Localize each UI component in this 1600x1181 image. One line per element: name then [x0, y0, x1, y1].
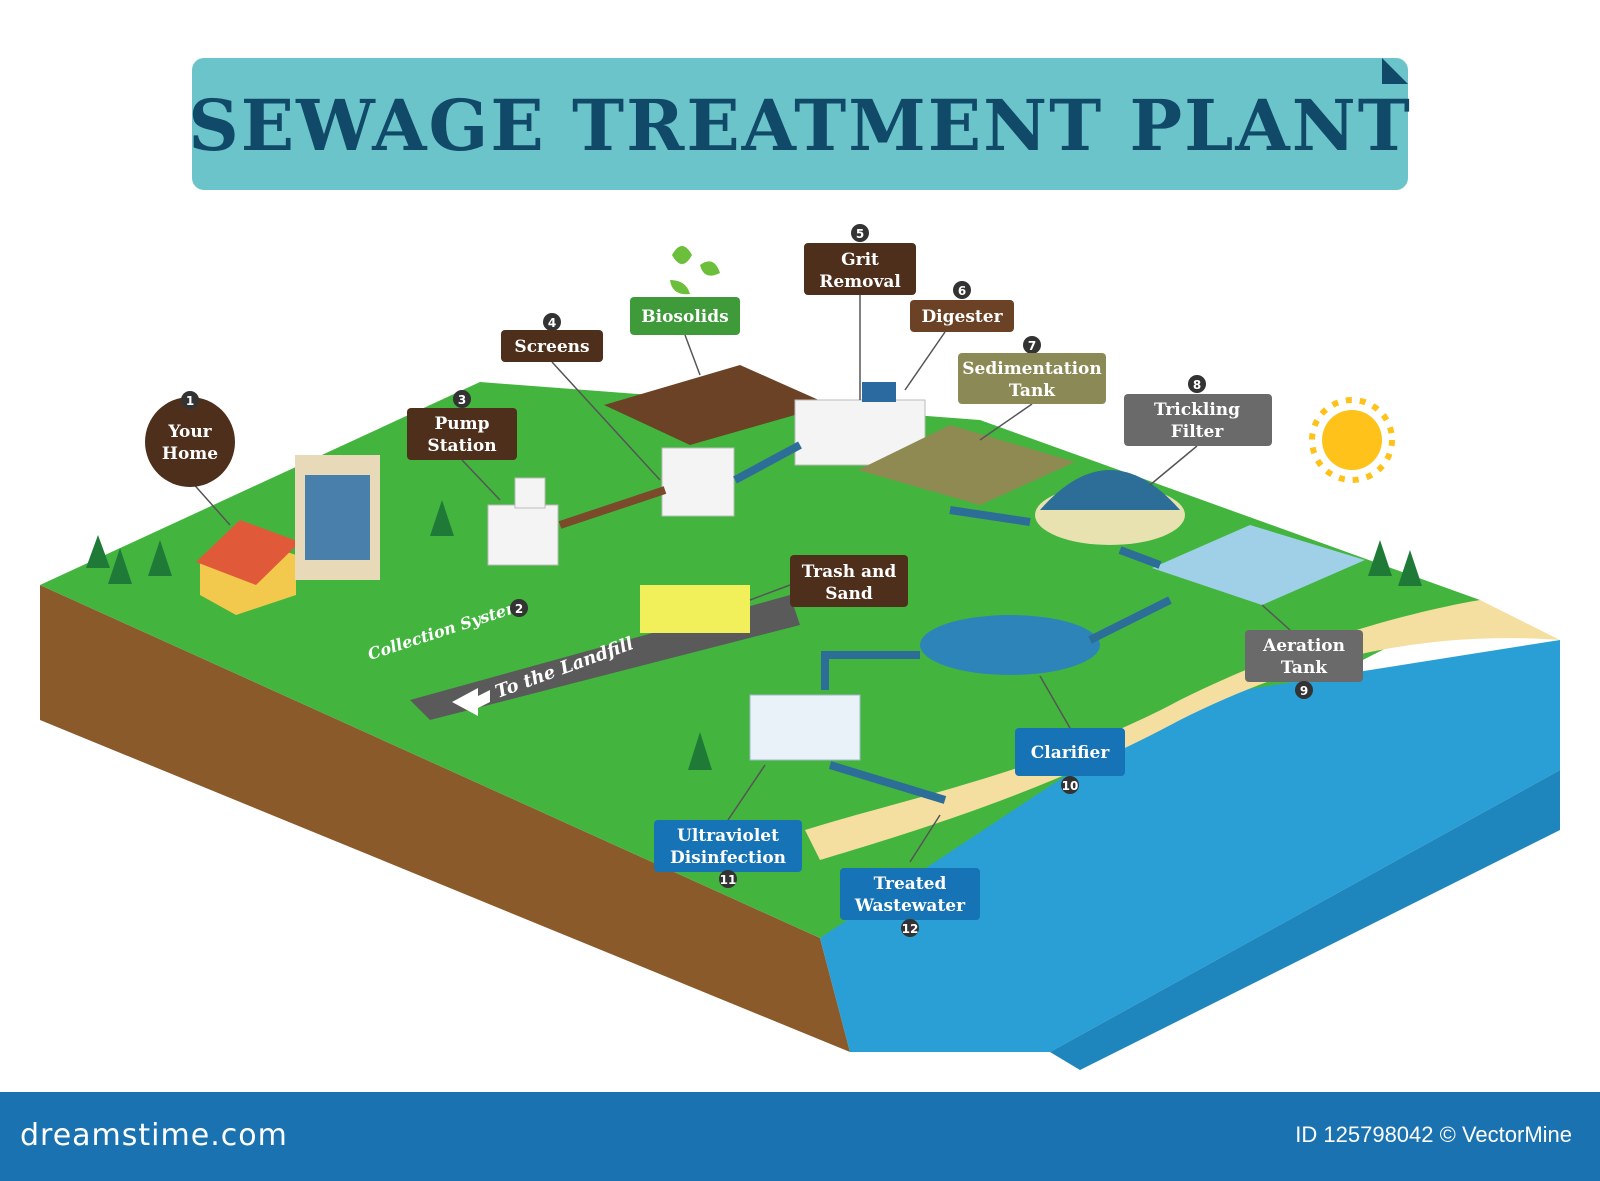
svg-text:Screens: Screens [514, 337, 589, 357]
sun-icon [1309, 397, 1395, 483]
label-sedimentation-tank: 7 Sedimentation Tank [958, 336, 1106, 404]
label-your-home: 1 Your Home [145, 391, 235, 487]
svg-text:6: 6 [958, 284, 966, 298]
svg-text:Tank: Tank [1281, 658, 1328, 678]
soil-front [40, 585, 850, 1052]
label-treated-wastewater: Treated Wastewater 12 [840, 868, 980, 937]
label-trash-and-sand: Trash and Sand [790, 555, 908, 607]
svg-text:3: 3 [458, 393, 466, 407]
label-trickling-filter: 8 Trickling Filter [1124, 375, 1272, 446]
svg-text:Station: Station [427, 436, 496, 456]
footer-brand: dreamstime.com [20, 1118, 288, 1153]
svg-text:Trash and: Trash and [802, 562, 897, 582]
aeration-tank [1152, 525, 1365, 605]
pump-station-building [487, 504, 559, 566]
svg-text:Pump: Pump [434, 414, 489, 434]
screens-structure [661, 447, 735, 517]
pipe-clean [821, 651, 920, 690]
pump-station-tower [514, 477, 546, 509]
tree-icon [688, 732, 712, 770]
label-screens: 4 Screens [501, 313, 603, 362]
svg-text:10: 10 [1062, 779, 1079, 793]
svg-text:Clarifier: Clarifier [1031, 743, 1111, 763]
pipe-sewage [558, 486, 667, 529]
label-ultraviolet-disinfection: Ultraviolet Disinfection 11 [654, 820, 802, 888]
truck-icon [640, 585, 750, 633]
tree-icon [148, 540, 172, 576]
svg-text:Aeration: Aeration [1262, 636, 1345, 656]
clarifier-tank [920, 615, 1100, 675]
label-digester: 6 Digester [910, 281, 1014, 332]
svg-text:Filter: Filter [1171, 422, 1225, 442]
title-banner: SEWAGE TREATMENT PLANT [188, 58, 1412, 190]
tree-icon [1368, 540, 1392, 576]
trickling-filter-dome [1040, 470, 1180, 510]
page-title: SEWAGE TREATMENT PLANT [188, 84, 1412, 167]
svg-text:Sand: Sand [825, 584, 873, 604]
svg-text:Grit: Grit [841, 250, 879, 270]
svg-text:Trickling: Trickling [1154, 400, 1240, 420]
footer-id: ID 125798042 © VectorMine [1295, 1122, 1572, 1147]
svg-text:Ultraviolet: Ultraviolet [677, 826, 779, 846]
footer-bar: dreamstime.com ID 125798042 © VectorMine [0, 1092, 1600, 1181]
biosolids-bed [604, 365, 830, 445]
water-side [1050, 770, 1560, 1070]
pipe-clean [1088, 596, 1172, 644]
svg-text:Disinfection: Disinfection [670, 848, 786, 868]
tree-icon [86, 535, 110, 568]
svg-text:Home: Home [162, 444, 218, 464]
svg-text:Removal: Removal [819, 272, 901, 292]
label-biosolids: Biosolids [630, 246, 740, 335]
tree-icon [108, 548, 132, 584]
svg-text:5: 5 [856, 227, 864, 241]
svg-text:8: 8 [1193, 378, 1201, 392]
tree-icon [1398, 550, 1422, 586]
svg-text:Tank: Tank [1009, 381, 1056, 401]
tree-icons [86, 500, 1422, 770]
leaf-icon [670, 280, 690, 295]
svg-text:Sedimentation: Sedimentation [962, 359, 1101, 379]
tree-icon [430, 500, 454, 536]
svg-text:12: 12 [902, 922, 919, 936]
sedimentation-tank [858, 425, 1075, 505]
label-aeration-tank: Aeration Tank 9 [1245, 630, 1363, 699]
leader-lines [189, 295, 1291, 863]
water-surface [820, 640, 1560, 1052]
house-icon [196, 520, 300, 615]
pipe-outfall [828, 761, 947, 804]
pipe-clean [1118, 546, 1162, 569]
beach [805, 600, 1560, 860]
pipe-clean [733, 441, 802, 484]
svg-text:9: 9 [1300, 684, 1308, 698]
label-clarifier: Clarifier 10 [1015, 728, 1125, 794]
svg-text:Digester: Digester [921, 307, 1003, 327]
svg-text:Wastewater: Wastewater [854, 896, 966, 916]
uv-disinfection-unit [749, 694, 861, 761]
label-grit-removal: 5 Grit Removal [804, 224, 916, 295]
svg-text:2: 2 [515, 602, 523, 616]
diagram-canvas: SEWAGE TREATMENT PLANT [40, 58, 1560, 1070]
facilities [196, 365, 1365, 804]
svg-text:4: 4 [548, 316, 556, 330]
svg-text:1: 1 [186, 394, 194, 408]
leaf-icon [700, 261, 720, 276]
digester-tank [862, 382, 896, 402]
svg-text:Biosolids: Biosolids [641, 307, 728, 327]
svg-text:7: 7 [1028, 339, 1036, 353]
label-pump-station: 3 Pump Station [407, 390, 517, 460]
leaf-icon [672, 246, 692, 264]
svg-text:11: 11 [720, 873, 737, 887]
svg-text:Your: Your [167, 422, 212, 442]
pipe-clean [949, 506, 1031, 526]
svg-text:Treated: Treated [874, 874, 947, 894]
arrow-left-icon [452, 688, 490, 716]
apartment-windows [305, 475, 370, 560]
